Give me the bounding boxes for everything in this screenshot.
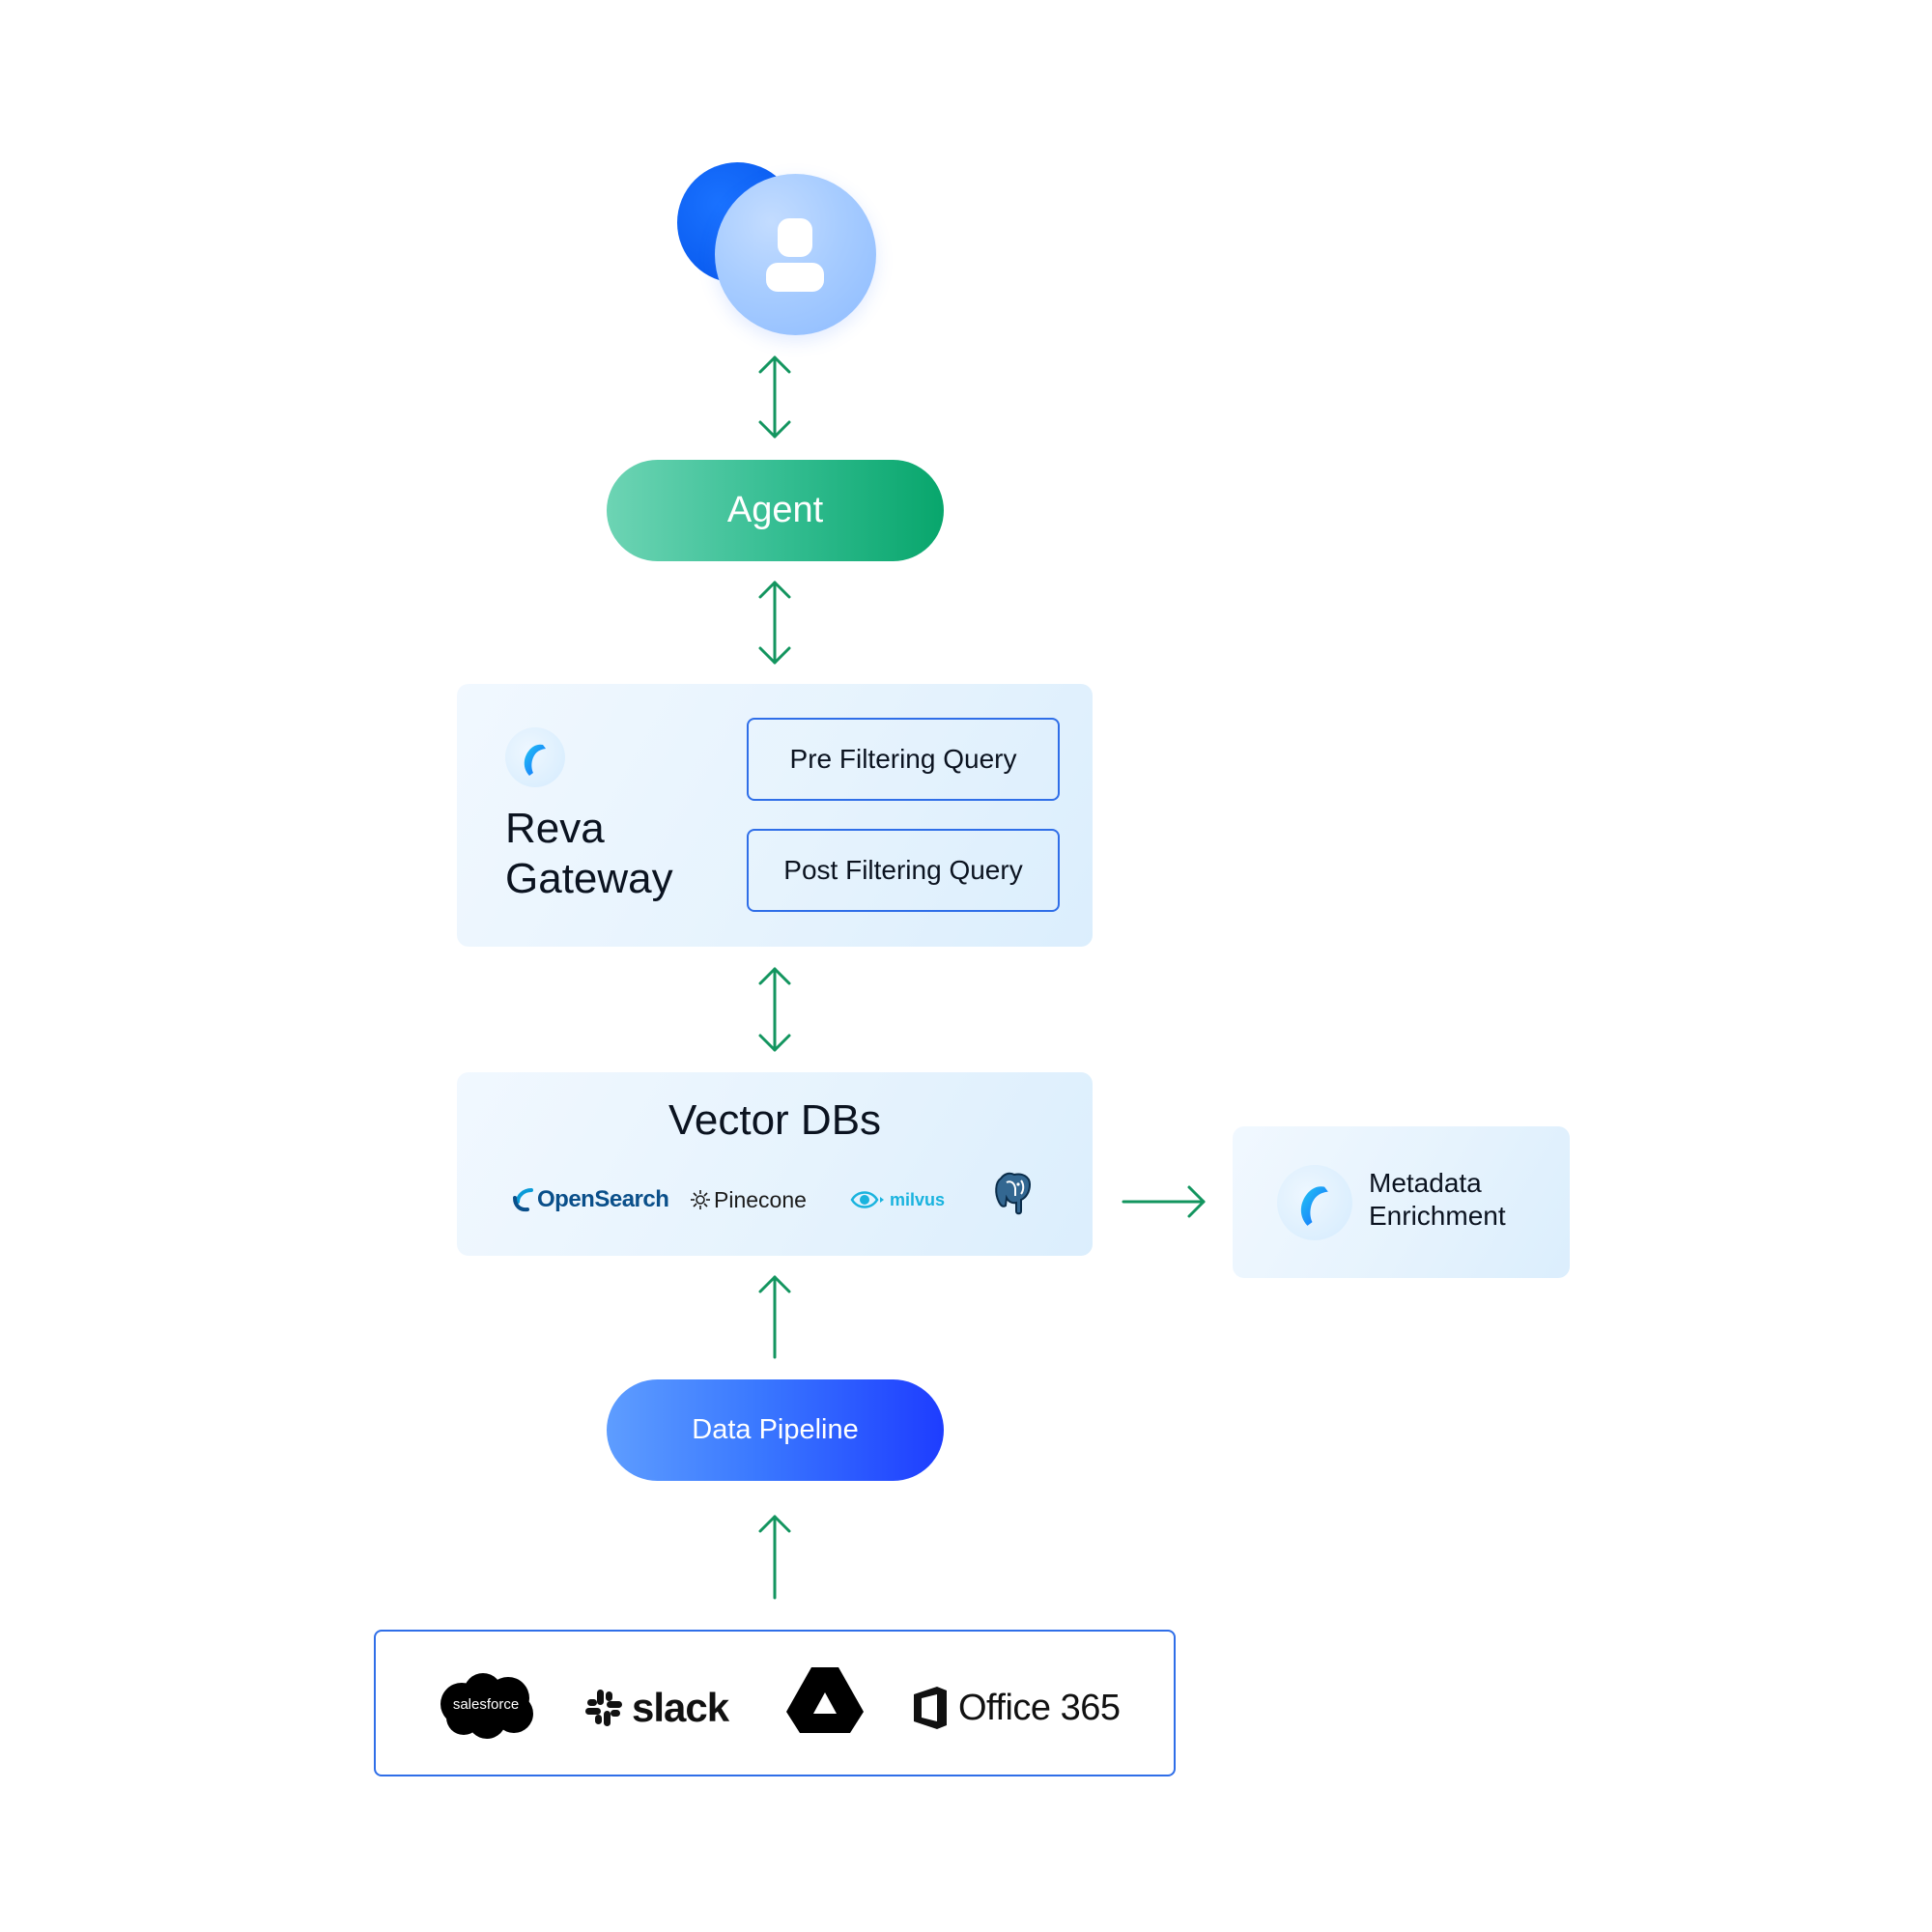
user-icon-body (766, 263, 824, 292)
slack-label: slack (632, 1685, 729, 1730)
data-pipeline-node: Data Pipeline (607, 1379, 944, 1481)
pinecone-icon (691, 1190, 710, 1209)
salesforce-label: salesforce (452, 1696, 520, 1713)
milvus-label: milvus (890, 1189, 946, 1209)
post-filtering-query-box: Post Filtering Query (747, 829, 1060, 912)
slack-icon (585, 1690, 622, 1726)
office-365-label: Office 365 (958, 1687, 1121, 1728)
pre-filtering-query-box: Pre Filtering Query (747, 718, 1060, 801)
arrow-sources-pipeline (758, 1515, 791, 1600)
opensearch-label: OpenSearch (537, 1186, 669, 1212)
reva-gateway-panel (457, 684, 1093, 947)
arrow-gateway-vectordbs (758, 967, 791, 1052)
google-drive-icon (784, 1663, 866, 1741)
gateway-title: Reva Gateway (505, 804, 718, 904)
agent-label: Agent (726, 490, 824, 530)
vector-dbs-title: Vector DBs (668, 1096, 882, 1144)
salesforce-logo: salesforce (435, 1669, 537, 1743)
gateway-title-line1: Reva (505, 805, 605, 852)
gateway-title-line2: Gateway (505, 855, 673, 902)
office-icon (914, 1687, 947, 1729)
milvus-logo: milvus (850, 1182, 945, 1217)
arrow-pipeline-vectordbs (758, 1275, 791, 1359)
metadata-enrichment-label: Metadata Enrichment (1369, 1167, 1562, 1233)
arrow-vectordbs-metadata (1122, 1185, 1206, 1218)
postgresql-elephant-icon (989, 1169, 1037, 1221)
pinecone-logo: Pinecone (689, 1182, 807, 1217)
data-pipeline-label: Data Pipeline (692, 1414, 859, 1445)
arrow-agent-gateway (758, 581, 791, 665)
vector-dbs-panel (457, 1072, 1093, 1256)
pinecone-label: Pinecone (714, 1186, 807, 1212)
opensearch-icon (513, 1188, 533, 1212)
metadata-line1: Metadata (1369, 1168, 1482, 1198)
metadata-line2: Enrichment (1369, 1201, 1506, 1231)
opensearch-logo: OpenSearch (510, 1182, 669, 1217)
reva-logo-icon-metadata (1277, 1165, 1352, 1240)
user-icon-head (778, 218, 812, 257)
milvus-icon (850, 1191, 884, 1208)
agent-node: Agent (607, 460, 944, 561)
slack-logo: slack (583, 1681, 729, 1735)
reva-logo-icon (505, 727, 565, 787)
office-365-logo: Office 365 (912, 1681, 1121, 1735)
arrow-user-agent (758, 355, 791, 439)
salesforce-cloud-icon (440, 1673, 533, 1739)
